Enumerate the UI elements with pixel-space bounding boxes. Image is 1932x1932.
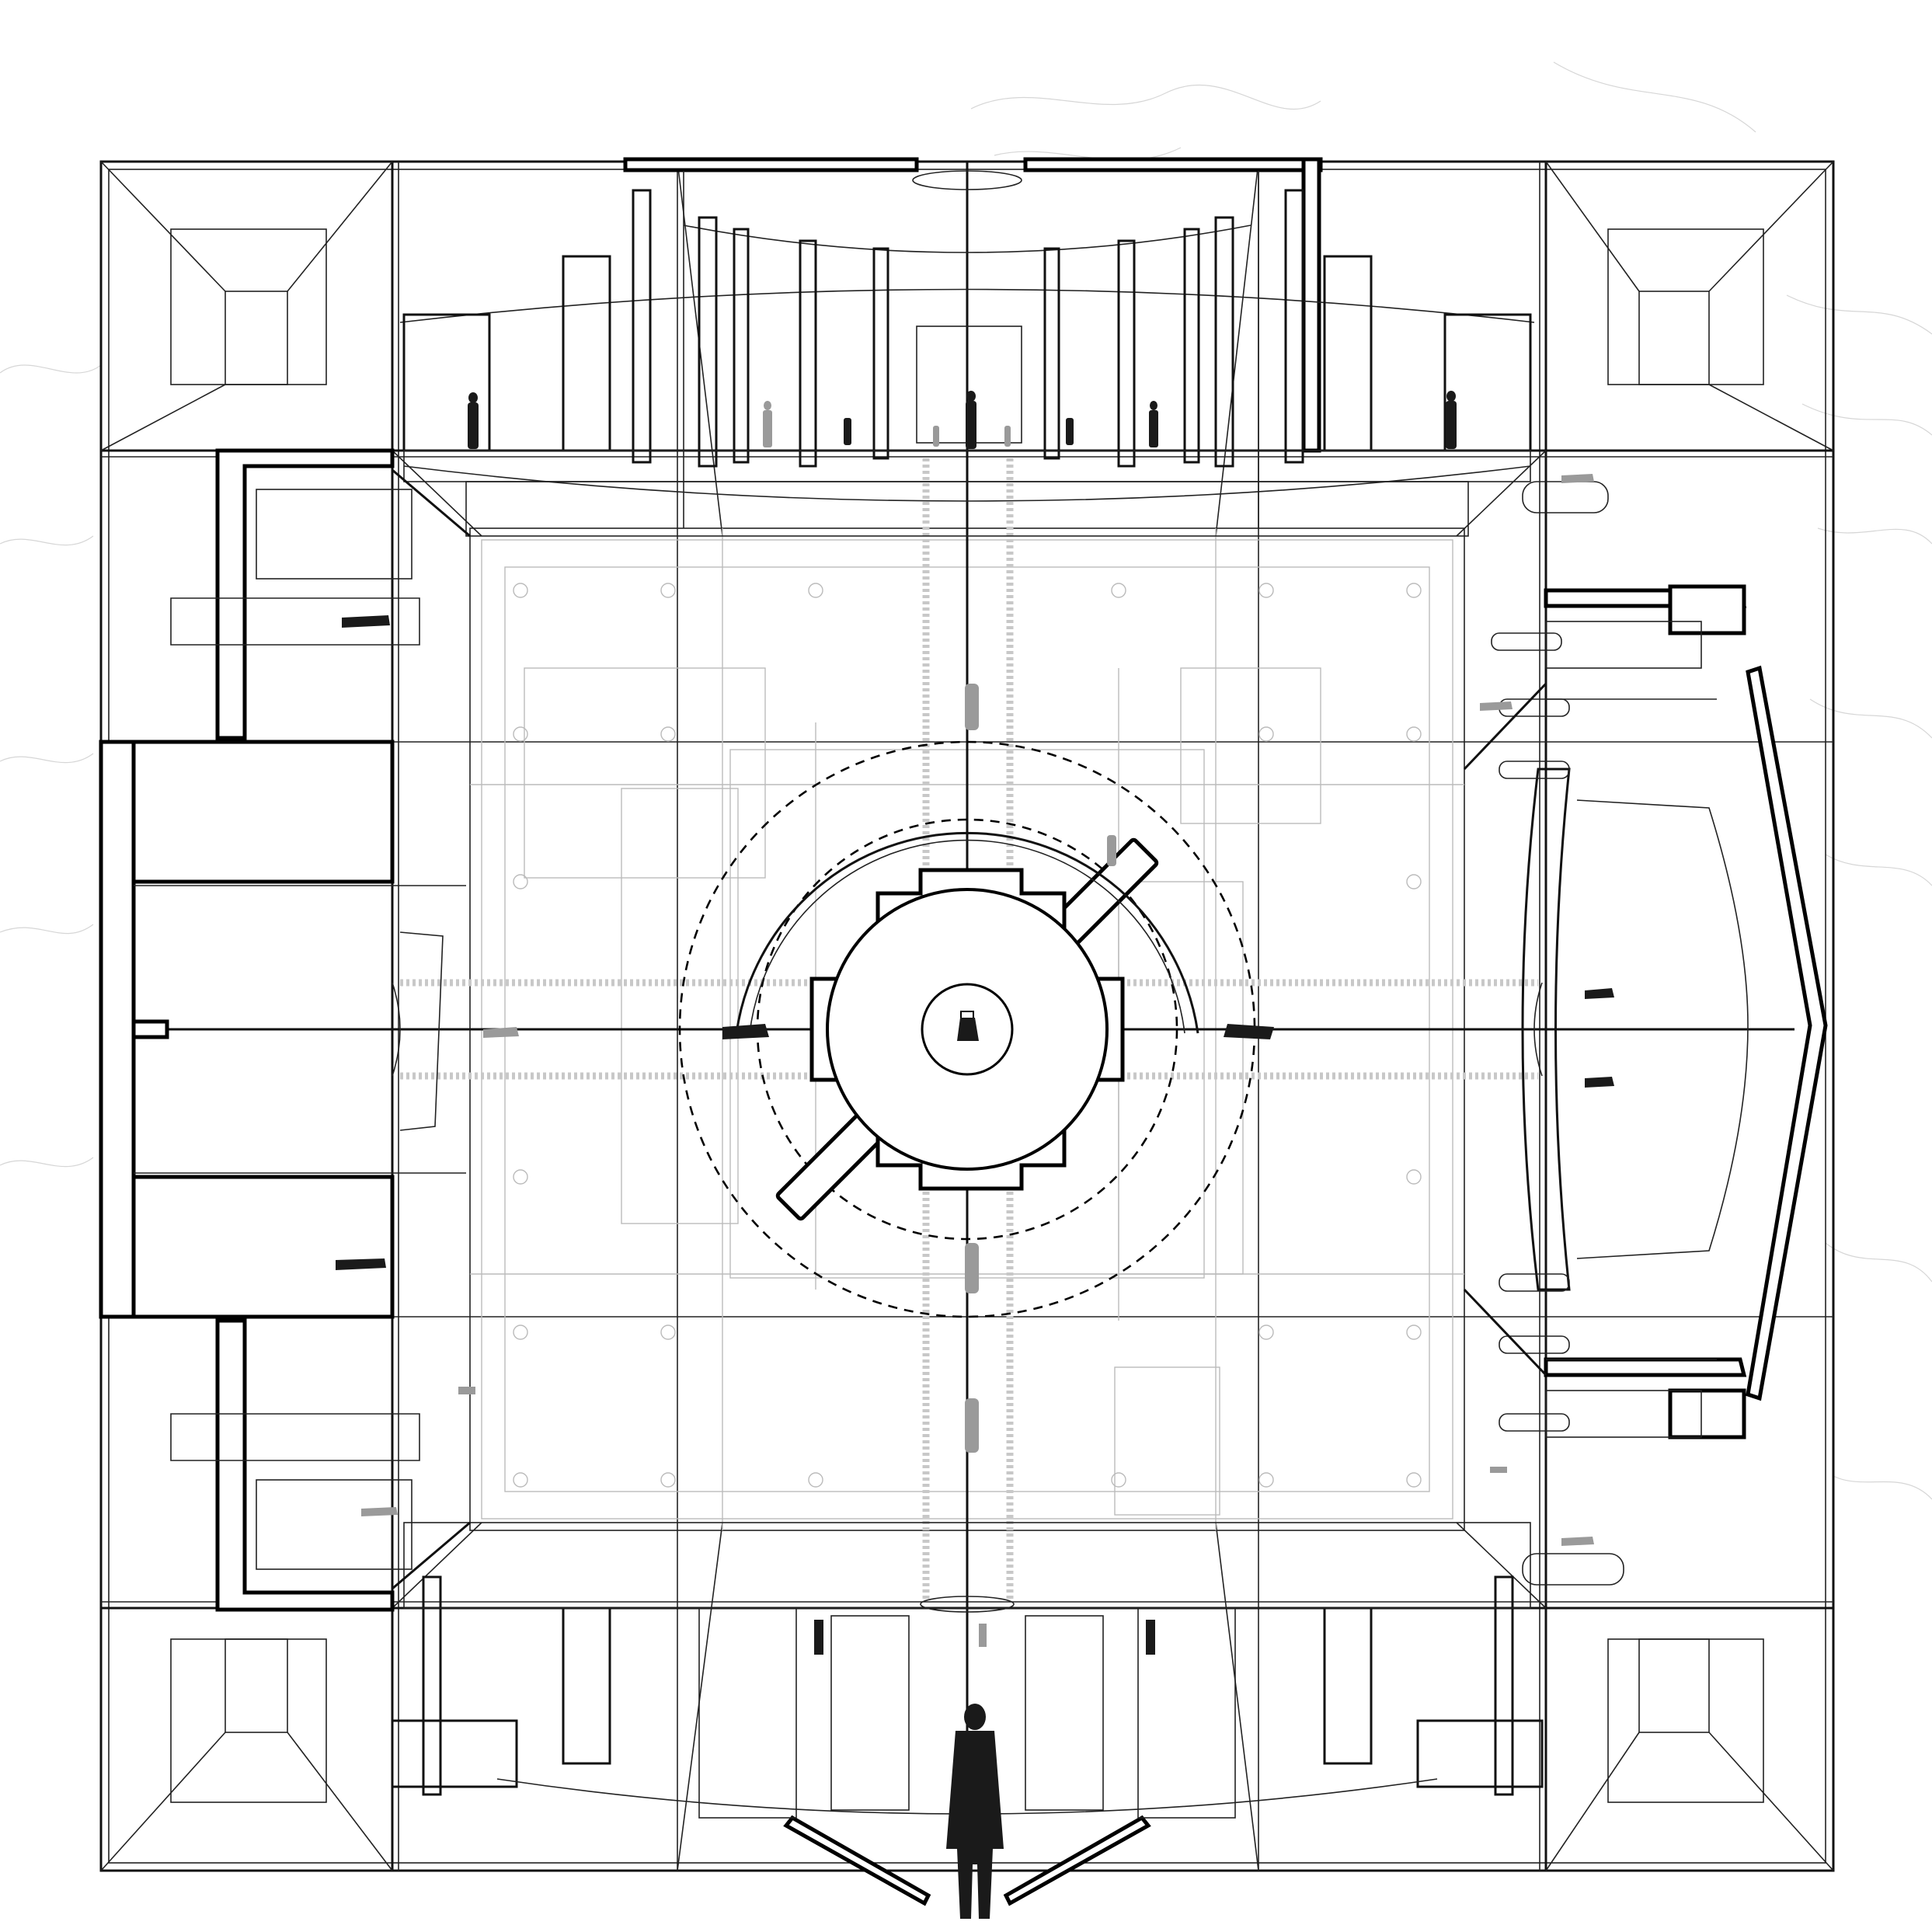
west-wing-stair (99, 448, 471, 1612)
hatched-walkways (400, 458, 1538, 1600)
north-wing-colonnade (399, 157, 1535, 537)
south-wing-colonnade (391, 1522, 1544, 1906)
person-large-front (946, 1704, 1004, 1919)
human-figures (336, 391, 1614, 1919)
east-wing-fan (1463, 481, 1828, 1586)
